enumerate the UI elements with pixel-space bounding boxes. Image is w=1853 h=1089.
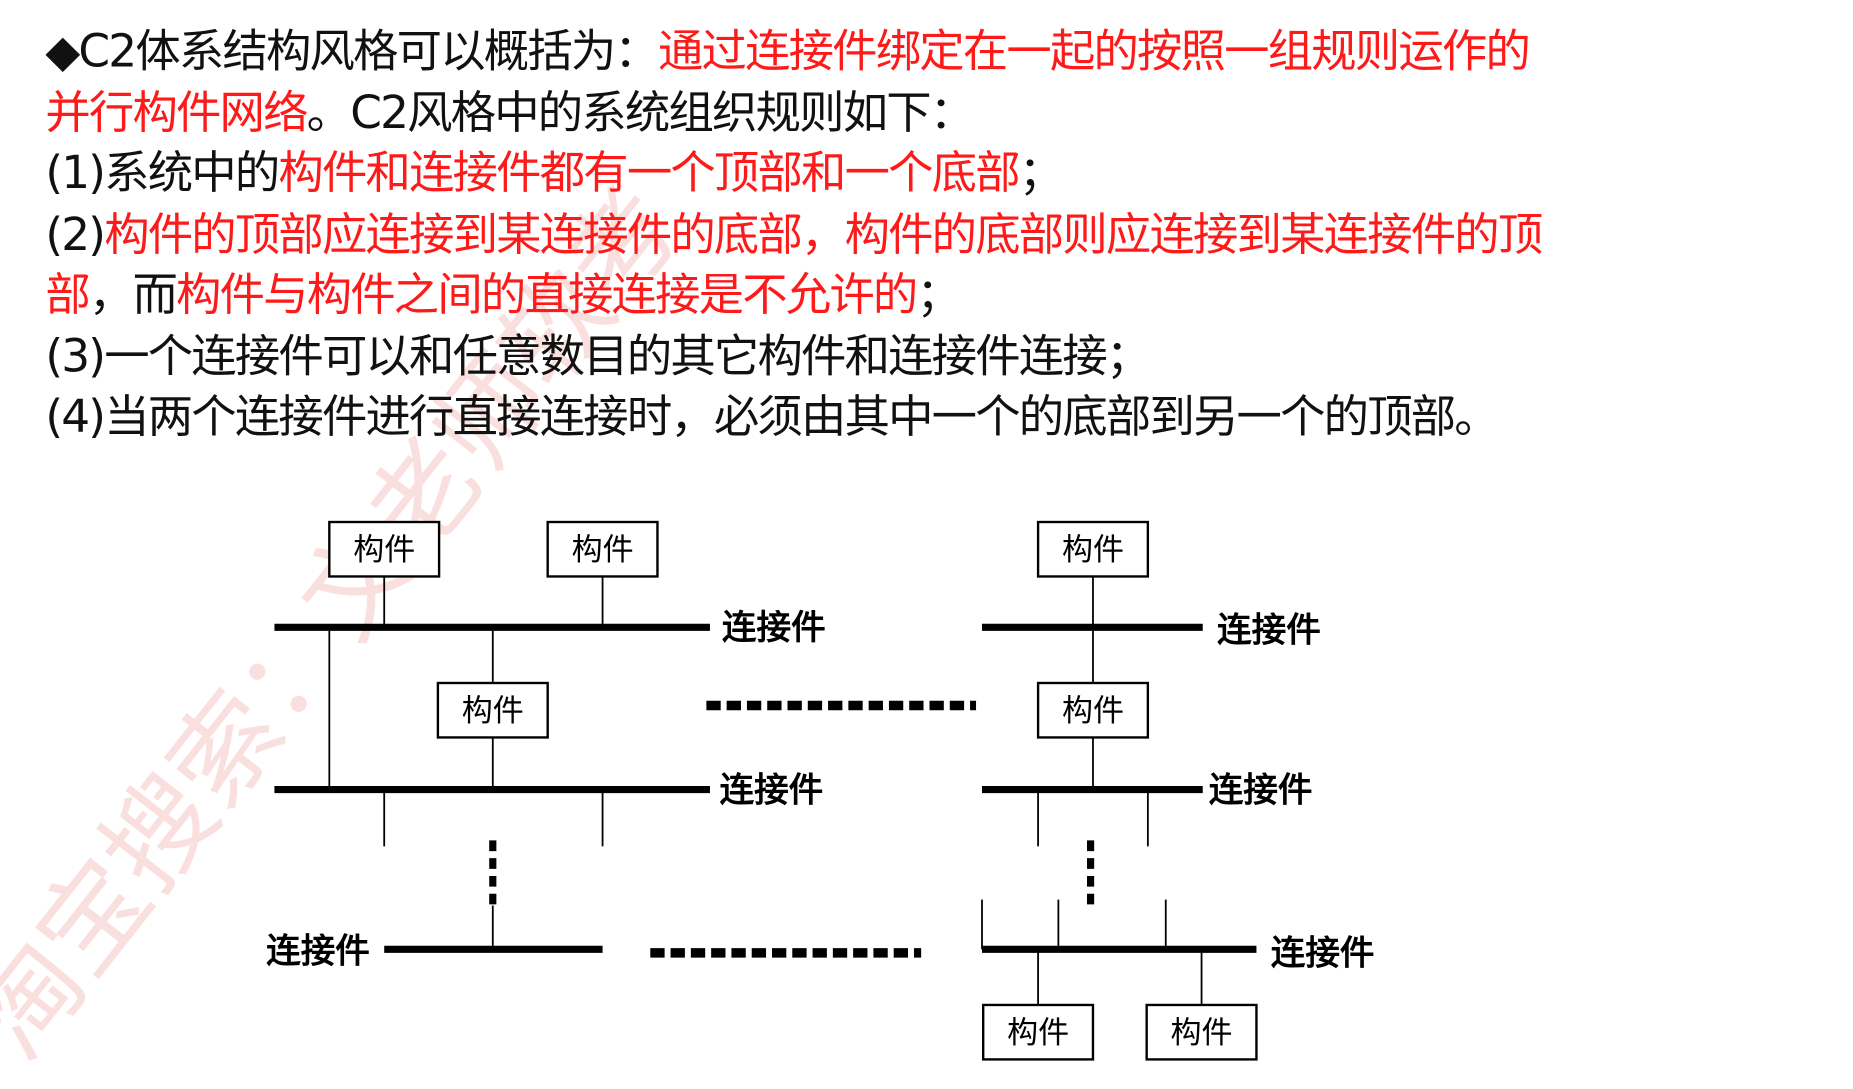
connector-label: 连接件 [1217, 611, 1321, 651]
component-label: 构件 [462, 693, 524, 729]
connector-label: 连接件 [722, 608, 826, 648]
component-label: 构件 [1062, 693, 1124, 729]
component-box [1036, 681, 1150, 739]
plain-text: (4)当两个连接件进行直接连接时，必须由其中一个的底部到另一个的顶部。 [45, 390, 1499, 443]
text-line: 并行构件网络。C2风格中的系统组织规则如下： [45, 82, 1823, 143]
component-label: 构件 [1007, 1015, 1069, 1051]
highlighted-text: 构件与构件之间的直接连接是不允许的 [176, 268, 918, 321]
component-label: 构件 [1171, 1015, 1233, 1051]
plain-text: ，而 [88, 268, 178, 321]
component-box [436, 681, 549, 739]
component-label: 构件 [1062, 532, 1124, 568]
text-line: 部，而构件与构件之间的直接连接是不允许的； [45, 265, 1823, 326]
component-box [1036, 520, 1150, 578]
connector-label: 连接件 [266, 931, 370, 971]
component-box [546, 520, 659, 578]
connector-label: 连接件 [1209, 770, 1313, 810]
component-label: 构件 [572, 532, 634, 568]
component-box [328, 520, 441, 578]
highlighted-text: 构件和连接件都有一个顶部和一个底部 [278, 146, 1020, 199]
text-line: ◆C2体系结构风格可以概括为：通过连接件绑定在一起的按照一组规则运作的 [45, 21, 1823, 82]
highlighted-text: 部 [45, 268, 90, 321]
plain-text: (1)系统中的 [45, 146, 280, 199]
highlighted-text: 通过连接件绑定在一起的按照一组规则运作的 [657, 24, 1531, 77]
component-box [1145, 1003, 1258, 1061]
text-line: (4)当两个连接件进行直接连接时，必须由其中一个的底部到另一个的顶部。 [45, 387, 1823, 448]
rules-paragraph: ◆C2体系结构风格可以概括为：通过连接件绑定在一起的按照一组规则运作的并行构件网… [45, 21, 1823, 448]
connector-label: 连接件 [1271, 934, 1375, 974]
plain-text: ； [1018, 146, 1064, 199]
plain-text: (2) [45, 207, 106, 260]
connector-label: 连接件 [719, 770, 823, 810]
plain-text: (3)一个连接件可以和任意数目的其它构件和连接件连接； [45, 329, 1151, 382]
plain-text: ◆C2体系结构风格可以概括为： [45, 24, 659, 77]
highlighted-text: 并行构件网络 [45, 85, 308, 138]
component-label: 构件 [353, 532, 415, 568]
text-line: (1)系统中的构件和连接件都有一个顶部和一个底部； [45, 143, 1823, 204]
plain-text: ； [916, 268, 961, 321]
text-line: (2)构件的顶部应连接到某连接件的底部，构件的底部则应连接到某连接件的顶 [45, 204, 1823, 265]
highlighted-text: 构件的顶部应连接到某连接件的底部，构件的底部则应连接到某连接件的顶 [104, 207, 1543, 260]
plain-text: 。C2风格中的系统组织规则如下： [306, 85, 975, 138]
text-line: (3)一个连接件可以和任意数目的其它构件和连接件连接； [45, 326, 1823, 387]
component-box [982, 1003, 1095, 1061]
